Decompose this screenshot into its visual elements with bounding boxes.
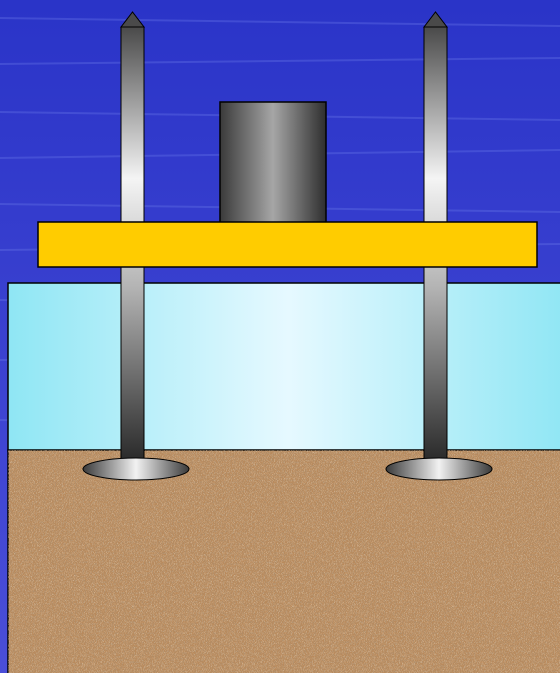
yellow-platform xyxy=(37,221,538,268)
soil-bed xyxy=(7,449,560,673)
cylindrical-weight xyxy=(219,101,327,225)
water-layer xyxy=(7,282,560,452)
right-anchor-plate xyxy=(385,457,493,481)
left-anchor-plate xyxy=(82,457,190,481)
